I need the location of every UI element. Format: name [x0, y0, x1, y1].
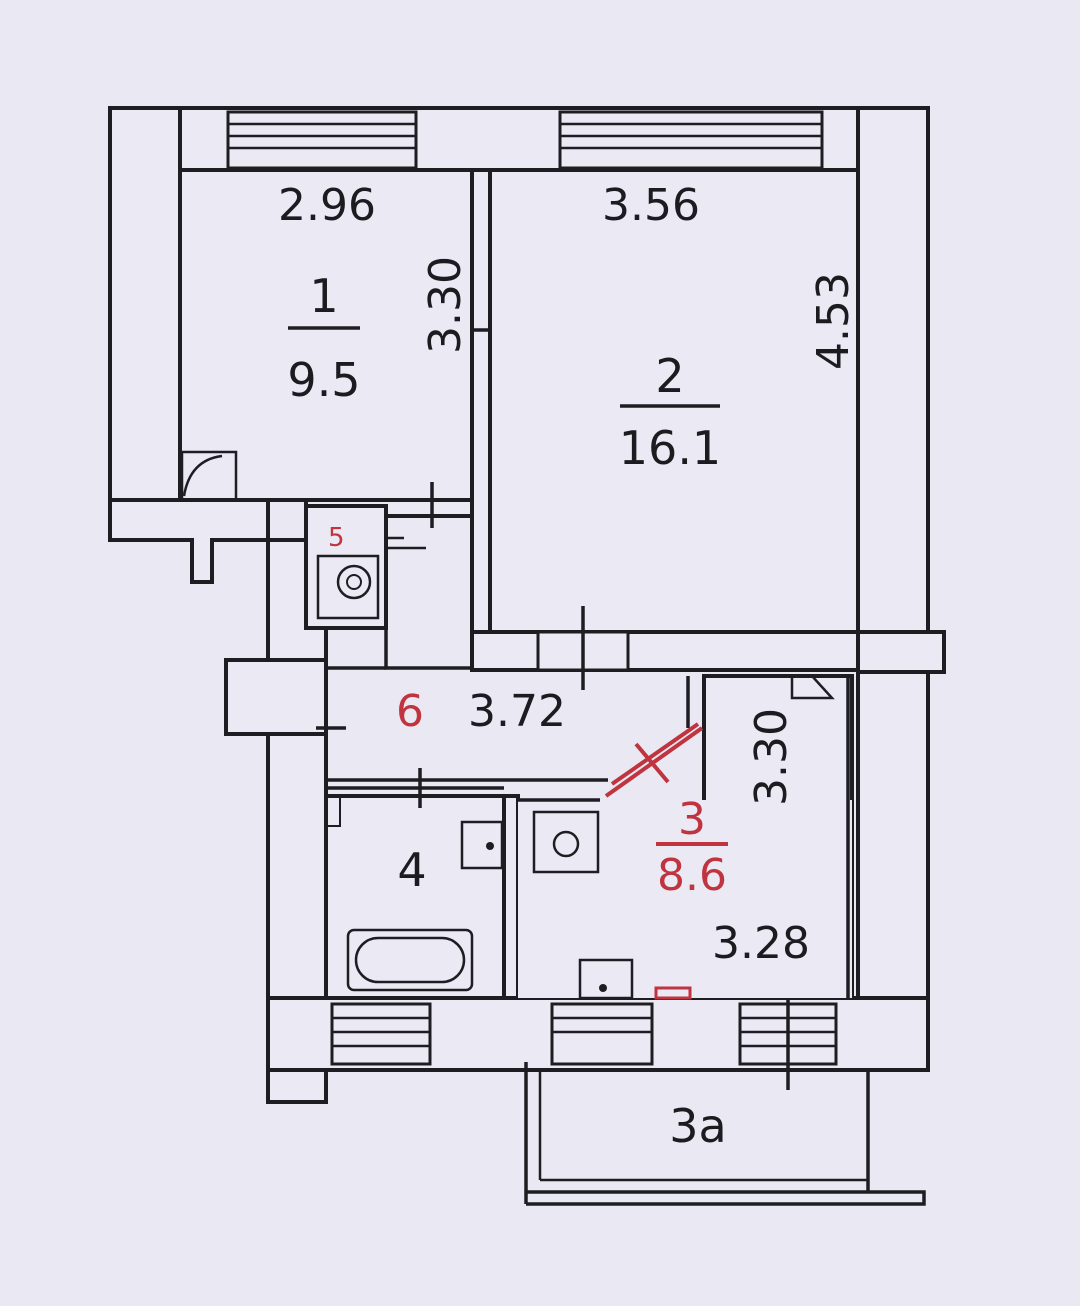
room-6-number: 6	[396, 686, 424, 737]
room-2	[488, 168, 860, 634]
balcony-3a	[524, 1062, 926, 1206]
corridor-6	[316, 666, 608, 782]
room-4-number: 4	[397, 843, 426, 897]
stove-icon	[532, 810, 600, 874]
bathtub-icon	[346, 928, 474, 992]
sink-icon	[578, 958, 634, 1000]
room-3a-number: 3а	[669, 1099, 726, 1153]
room-5	[304, 482, 474, 670]
window-bottom-middle	[550, 1002, 654, 1066]
room-1-door	[180, 450, 238, 498]
kitchen-door	[604, 722, 704, 798]
room-2-number: 2	[655, 349, 684, 403]
room-1-number: 1	[309, 269, 338, 323]
partition-1-2	[470, 168, 492, 638]
toilet-icon	[316, 554, 380, 620]
room-3	[518, 674, 854, 1000]
balcony-door	[738, 986, 838, 1090]
radiator-icon	[654, 986, 692, 1000]
room-3-width: 3.28	[712, 918, 810, 969]
window-top-left	[226, 110, 418, 170]
wall-2-3	[470, 606, 860, 690]
room-1-width: 2.96	[278, 180, 376, 231]
room-2-area: 16.1	[619, 421, 721, 475]
room-1-length: 3.30	[420, 256, 471, 354]
room-1	[178, 168, 474, 502]
room-5-number: 5	[328, 523, 345, 553]
room-1-area: 9.5	[287, 353, 360, 407]
room-3-length: 3.30	[746, 708, 797, 806]
washbasin-icon	[460, 820, 504, 870]
room-6-length: 3.72	[468, 686, 566, 737]
room-2-length: 4.53	[808, 272, 859, 370]
window-top-right	[558, 110, 824, 170]
window-bottom-left	[330, 1002, 432, 1066]
room-3-number: 3	[678, 794, 706, 845]
room-3-area: 8.6	[657, 850, 727, 901]
room-2-width: 3.56	[602, 180, 700, 231]
